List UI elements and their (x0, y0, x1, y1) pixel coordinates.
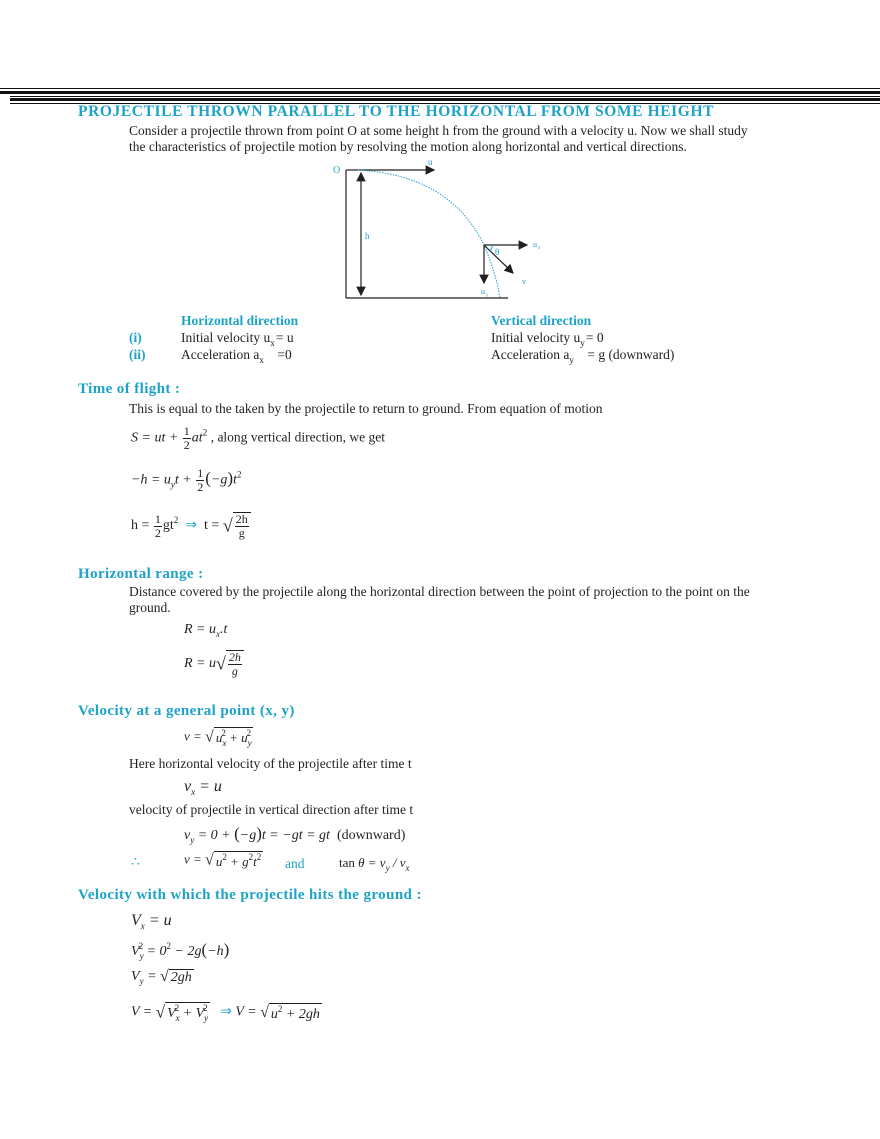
subscript: x (259, 355, 264, 365)
projectile-diagram: O u h u x θ v u y (330, 155, 550, 305)
intro-line-2: the characteristics of projectile motion… (129, 139, 687, 154)
label: Acceleration a (181, 347, 260, 362)
velocity-general-text-2: velocity of projectile in vertical direc… (129, 802, 414, 817)
header-rule-thick-2 (10, 98, 880, 101)
label: Initial velocity u (181, 330, 271, 345)
horizontal-initial-velocity: Initial velocity ux = u (181, 330, 294, 348)
header-rule-thin-3 (10, 103, 880, 104)
equation-vx: vx = u (184, 778, 222, 797)
row-marker-i: (i) (129, 330, 142, 345)
equation-Vy-squared: Vy2 = 02 − 2g(−h) (131, 940, 230, 961)
intro-line-1: Consider a projectile thrown from point … (129, 123, 748, 138)
equation-vy: vy = 0 + (−g)t = −gt = gt (downward) (184, 824, 406, 845)
equation-tan-theta: tan θ = vy / vx (339, 855, 410, 873)
value: = u (275, 330, 294, 345)
equation-v-magnitude: v = √u2 + g2t2 (184, 851, 264, 869)
horizontal-range-text-1: Distance covered by the projectile along… (129, 584, 750, 599)
header-rule-thick-1 (0, 91, 880, 94)
horizontal-range-text-2: ground. (129, 600, 171, 615)
diagram-label-u: u (428, 157, 433, 167)
equation-suffix: , along vertical direction, we get (210, 429, 385, 445)
equation-Vx: Vx = u (131, 912, 172, 931)
label: Initial velocity u (491, 330, 581, 345)
diagram-label-ux-sub: x (538, 246, 541, 251)
horizontal-acceleration: Acceleration ax =0 (181, 347, 292, 365)
value: = g (downward) (587, 347, 675, 362)
velocity-ground-heading: Velocity with which the projectile hits … (78, 887, 422, 903)
diagram-label-h: h (365, 231, 370, 241)
therefore-symbol: ∴ (131, 855, 140, 870)
velocity-general-text-1: Here horizontal velocity of the projecti… (129, 756, 412, 771)
vertical-initial-velocity: Initial velocity uy = 0 (491, 330, 604, 348)
vertical-direction-heading: Vertical direction (491, 313, 592, 328)
page-title: PROJECTILE THROWN PARALLEL TO THE HORIZO… (78, 103, 715, 120)
diagram-label-O: O (333, 165, 340, 176)
label: Acceleration a (491, 347, 570, 362)
equation-Vy: Vy = √2gh (131, 968, 194, 987)
header-rule-thin-2 (10, 96, 880, 97)
header-rule-thin-1 (0, 88, 880, 89)
projectile-diagram-svg: O u h u x θ v u y (333, 157, 541, 299)
implies-icon: ⇒ (185, 518, 198, 534)
downward-note: (downward) (336, 828, 406, 843)
equation-range-1: R = ux.t (184, 622, 228, 639)
row-marker-ii: (ii) (129, 347, 146, 362)
diagram-label-v: v (522, 277, 526, 286)
value: = 0 (585, 330, 604, 345)
horizontal-range-heading: Horizontal range : (78, 566, 204, 582)
equation-v-general: v = √ux2 + uy2 (184, 727, 254, 748)
subscript: y (569, 355, 574, 365)
time-of-flight-heading: Time of flight : (78, 381, 181, 397)
and-connector: and (285, 856, 305, 871)
subscript: y (580, 338, 585, 348)
time-of-flight-text: This is equal to the taken by the projec… (129, 401, 603, 416)
diagram-label-uy: u (481, 287, 485, 296)
horizontal-direction-heading: Horizontal direction (181, 313, 299, 328)
velocity-general-heading: Velocity at a general point (x, y) (78, 703, 295, 719)
implies-icon: ⇒ (220, 1004, 232, 1020)
equation-V-final: V = √Vx2 + Vy2 ⇒ V = √u2 + 2gh (131, 1002, 322, 1023)
diagram-label-uy-sub: y (486, 293, 489, 298)
vertical-acceleration: Acceleration ay = g (downward) (491, 347, 674, 365)
value: =0 (277, 347, 292, 362)
subscript: x (270, 338, 275, 348)
diagram-label-theta: θ (495, 247, 499, 257)
diagram-label-ux: u (533, 240, 537, 249)
